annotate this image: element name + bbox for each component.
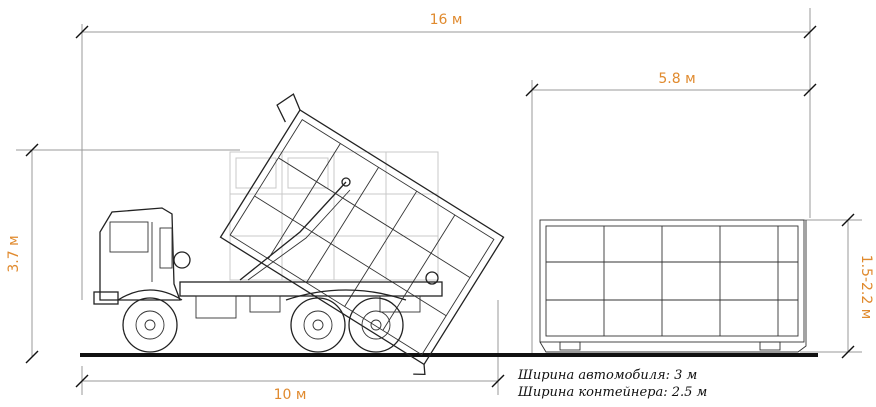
front-wheel bbox=[122, 297, 178, 353]
total-length-label: 16 м bbox=[430, 12, 463, 28]
ground-container bbox=[539, 219, 807, 353]
front-bumper bbox=[93, 291, 119, 305]
hooklift-truck bbox=[93, 177, 443, 353]
rear-wheel-2 bbox=[348, 297, 404, 353]
tick-mark bbox=[803, 25, 817, 39]
rear-wheel-1 bbox=[290, 297, 346, 353]
tick-mark bbox=[841, 213, 855, 227]
cab-window bbox=[109, 221, 149, 253]
dimension-lines bbox=[16, 8, 862, 395]
truck-cab bbox=[99, 207, 181, 301]
tick-mark bbox=[25, 350, 39, 364]
hook-arm bbox=[239, 181, 347, 281]
truck-length-label: 10 м bbox=[274, 387, 307, 403]
vehicle-width-note: Ширина автомобиля: 3 м bbox=[517, 368, 697, 383]
tilted-container bbox=[219, 93, 505, 376]
truck-height-label: 3.7 м bbox=[6, 235, 22, 272]
truck-chassis bbox=[179, 281, 443, 297]
ghost-container bbox=[229, 151, 439, 281]
tick-mark bbox=[803, 83, 817, 97]
spare-wheel bbox=[173, 251, 191, 269]
tick-mark bbox=[75, 374, 89, 388]
rear-fender bbox=[285, 289, 407, 301]
tick-mark bbox=[75, 25, 89, 39]
tick-mark bbox=[25, 143, 39, 157]
tick-mark bbox=[525, 83, 539, 97]
container-height-label: 1.5-2.2 м bbox=[858, 255, 874, 320]
tick-mark bbox=[491, 374, 505, 388]
container-width-note: Ширина контейнера: 2.5 м bbox=[517, 385, 707, 400]
tick-mark bbox=[841, 345, 855, 359]
container-length-label: 5.8 м bbox=[658, 71, 695, 87]
front-fender bbox=[117, 289, 183, 301]
